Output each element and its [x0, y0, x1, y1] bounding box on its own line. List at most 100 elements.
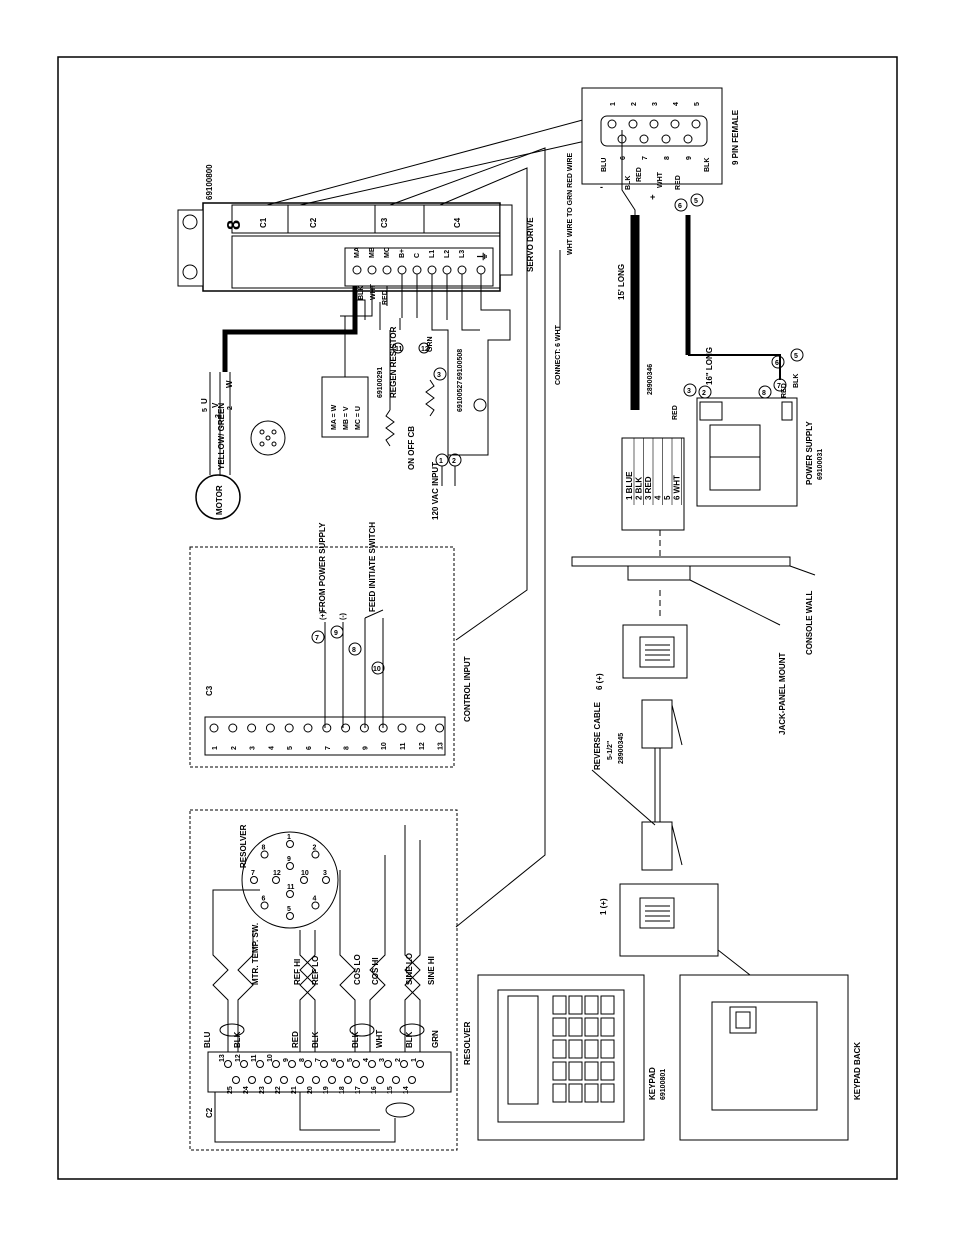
c2-bottom-pin-number: 22	[275, 1086, 282, 1094]
connect-note: CONNECT: 6 WHT	[555, 324, 562, 385]
c3-pin-number: 4	[268, 746, 275, 750]
nine-pin-top-pin	[628, 119, 638, 129]
resolver-pin-number: 9	[287, 856, 291, 863]
resolver-pin-number: 12	[273, 870, 281, 877]
resolver-pin-number: 6	[262, 895, 266, 902]
keypad-key	[552, 995, 567, 1015]
c2-bottom-pin	[408, 1076, 416, 1084]
c2-top-pin-number: 13	[219, 1054, 226, 1062]
c3-pin	[303, 723, 313, 733]
keypad-key	[600, 995, 615, 1015]
c2-top-pin-number: 3	[379, 1058, 386, 1062]
svg-text:6: 6	[678, 203, 682, 210]
c2-top-pin-number: 1	[411, 1058, 418, 1062]
c2-top-pin-number: 6	[331, 1058, 338, 1062]
c3-pin-number: 5	[287, 746, 294, 750]
svg-text:RED: RED	[672, 405, 679, 420]
svg-text:MB = V: MB = V	[343, 406, 350, 430]
svg-text:BLK: BLK	[704, 158, 711, 172]
svg-text:3: 3	[437, 372, 441, 379]
connection-lines	[266, 117, 591, 928]
resolver-pin-number: 8	[262, 845, 266, 852]
cable-main: 15' LONG 28900346 16" LONG CONNECT: 6 WH…	[555, 130, 781, 410]
resolver-pin	[286, 890, 294, 898]
svg-text:BLK: BLK	[625, 176, 632, 190]
power-supply-wire: 5	[663, 495, 672, 500]
c2-top-pin-number: 5	[347, 1058, 354, 1062]
c2-top-pin-number: 11	[251, 1054, 258, 1062]
c3-pin	[284, 723, 294, 733]
resolver-pin-number: 4	[312, 895, 316, 902]
nine-pin-top-pin	[691, 119, 701, 129]
svg-text:BLK: BLK	[358, 286, 365, 300]
jack-pin1: 1 (+)	[599, 898, 608, 915]
cable-length-short: 16" LONG	[705, 347, 714, 385]
keypad-key	[584, 995, 599, 1015]
terminal-ma: MA	[354, 247, 361, 258]
c2-top-pin	[304, 1060, 312, 1068]
c2-bottom-pin	[232, 1076, 240, 1084]
c2-bottom-pin-number: 17	[355, 1086, 362, 1094]
svg-text:8: 8	[352, 647, 356, 654]
c2-bottom-pin-number: 14	[403, 1086, 410, 1094]
cable-length-main: 15' LONG	[617, 264, 626, 300]
svg-text:GRN: GRN	[427, 336, 434, 352]
terminal-b-plus: B+	[399, 249, 406, 258]
keypad-key	[552, 1083, 567, 1103]
svg-text:V: V	[211, 402, 220, 408]
connect-note-2: WHT WIRE TO GRN RED WIRE	[567, 153, 574, 255]
keypad-key	[584, 1039, 599, 1059]
c2-top-pin-number: 10	[267, 1054, 274, 1062]
terminal-mc: MC	[384, 247, 391, 258]
c3-pin-number: 2	[231, 746, 238, 750]
c2-bottom-pin-number: 24	[243, 1086, 250, 1094]
c2-top-pin	[320, 1060, 328, 1068]
c2-bottom-pin	[248, 1076, 256, 1084]
nine-pin-top-number: 4	[673, 102, 680, 106]
svg-text:YELLOW/ GREEN: YELLOW/ GREEN	[217, 403, 226, 470]
keypad-key	[552, 1039, 567, 1059]
c2-top-pin-number: 2	[395, 1058, 402, 1062]
c3-pin	[209, 723, 219, 733]
c2-bottom-pin	[328, 1076, 336, 1084]
power-supply-wire: 4	[654, 495, 663, 500]
svg-text:9: 9	[334, 630, 338, 637]
resolver-circle-label: RESOLVER	[239, 824, 248, 868]
resolver-pin	[286, 862, 294, 870]
resolver-pin-number: 10	[301, 870, 309, 877]
jack-6: 6 (+)	[595, 624, 688, 690]
c2-bottom-pin-number: 15	[387, 1086, 394, 1094]
resolver-wire-color: BLU	[203, 1031, 212, 1048]
c2-top-pin-number: 7	[315, 1058, 322, 1062]
nine-pin-top-pin	[649, 119, 659, 129]
regen-part: 69100291	[377, 367, 384, 398]
svg-text:1: 1	[439, 458, 443, 465]
c2-top-pin	[352, 1060, 360, 1068]
terminal-mb: MB	[369, 247, 376, 258]
motor: MOTOR YELLOW/ GREEN U V W 5 3 2	[195, 372, 286, 520]
svg-text:7: 7	[777, 383, 781, 390]
c2-label: C2	[205, 1107, 214, 1118]
cb-part: 69100527	[457, 381, 464, 412]
svg-text:10: 10	[373, 666, 381, 673]
resolver-wire-color: RED	[291, 1031, 300, 1048]
c2-bottom-pin-number: 21	[291, 1086, 298, 1094]
control-input-title: CONTROL INPUT	[463, 656, 472, 722]
resolver-title: RESOLVER	[463, 1021, 472, 1065]
svg-text:3: 3	[687, 388, 691, 395]
c2-top-pin-number: 12	[235, 1054, 242, 1062]
circuit-breaker: 69100508 3 69100527 ON OFF CB 1 2 120 VA…	[407, 349, 487, 520]
c2-top-pin	[288, 1060, 296, 1068]
terminal-c: C	[414, 253, 421, 258]
cable-part: 28900346	[647, 364, 654, 395]
keypad-key	[600, 1039, 615, 1059]
c3-pin	[359, 723, 369, 733]
keypad-key	[584, 1017, 599, 1037]
c2-bottom-pin-number: 16	[371, 1086, 378, 1094]
reverse-cable: REVERSE CABLE 5-1/2" 28900345	[591, 699, 683, 871]
c3-pin	[397, 723, 407, 733]
